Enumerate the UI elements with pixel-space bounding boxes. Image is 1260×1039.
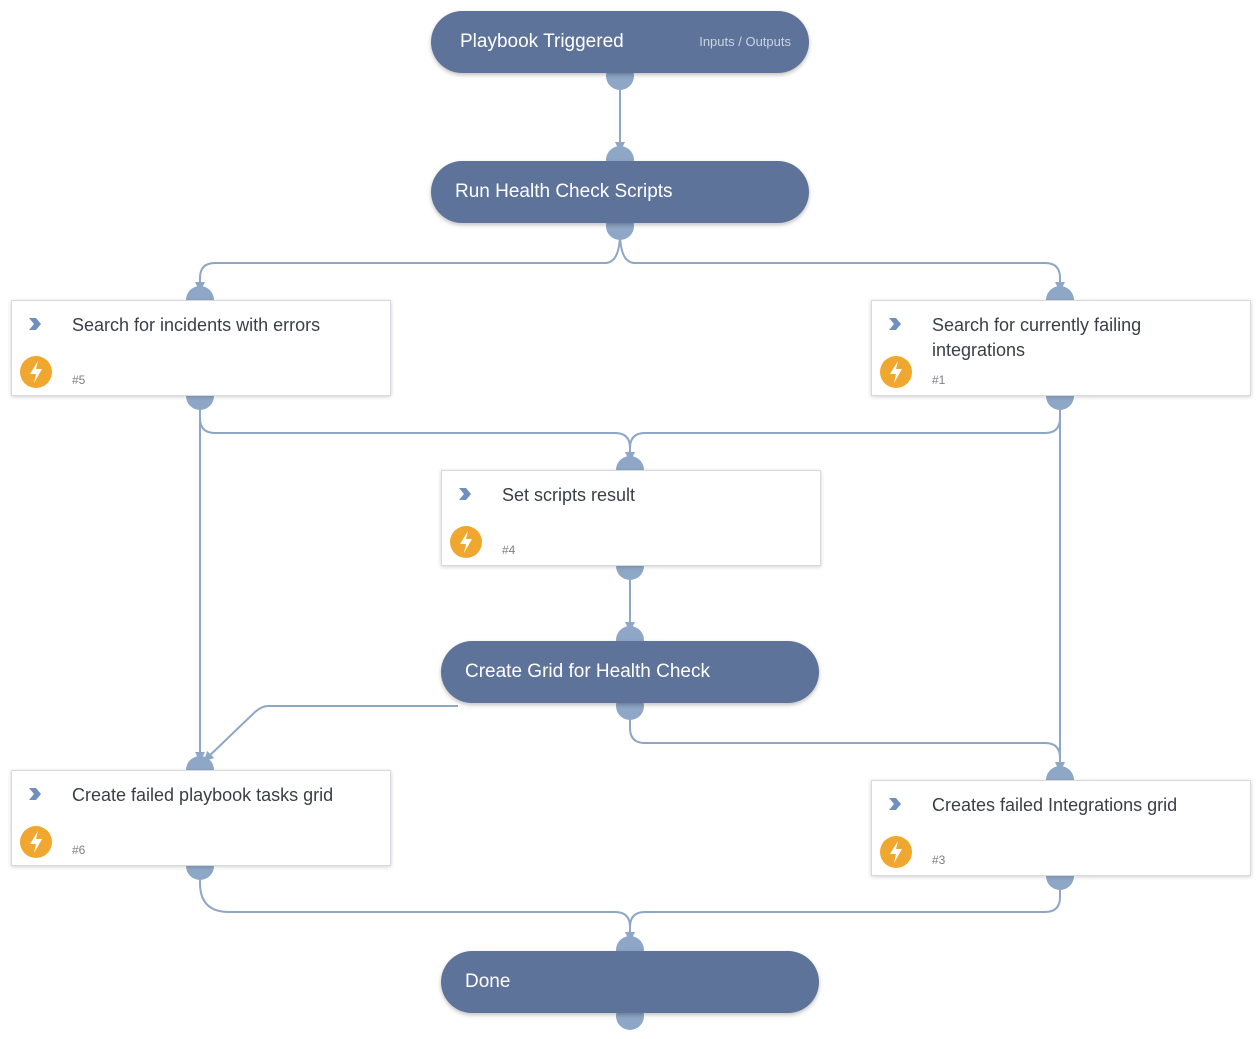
- chevron-right-icon: [459, 488, 471, 500]
- run-health-check-scripts-node[interactable]: Run Health Check Scripts: [431, 161, 809, 223]
- playbook-triggered-node[interactable]: Playbook Triggered Inputs / Outputs: [431, 11, 809, 73]
- task-id: #3: [932, 853, 946, 867]
- node-label: Create Grid for Health Check: [465, 661, 710, 682]
- task-failed-integrations-grid[interactable]: Creates failed Integrations grid #3: [871, 780, 1251, 876]
- node-label: Done: [465, 971, 511, 992]
- edge-run-to-search-incidents: [195, 231, 621, 292]
- edge-search-incidents-to-set: [199, 402, 635, 462]
- node-label: Run Health Check Scripts: [455, 181, 673, 202]
- edge-tasks-grid-to-done: [199, 872, 635, 942]
- task-label: Creates failed Integrations grid: [932, 795, 1178, 815]
- chevron-right-icon: [29, 318, 41, 330]
- task-id: #5: [72, 373, 86, 387]
- chevron-right-icon: [29, 788, 41, 800]
- edge-create-grid-to-tasks-grid: [203, 705, 458, 762]
- edge-integrations-grid-to-done: [625, 882, 1061, 942]
- done-node[interactable]: Done: [441, 951, 819, 1013]
- task-id: #1: [932, 373, 946, 387]
- edge-create-grid-to-integrations-grid: [629, 712, 1065, 772]
- lightning-bolt-icon: [20, 826, 52, 858]
- lightning-bolt-icon: [20, 356, 52, 388]
- chevron-right-icon: [889, 318, 901, 330]
- task-label: Create failed playbook tasks grid: [72, 785, 334, 805]
- task-label: Set scripts result: [502, 485, 636, 505]
- chevron-right-icon: [889, 798, 901, 810]
- edge-search-integrations-to-set: [625, 402, 1061, 462]
- task-failed-tasks-grid[interactable]: Create failed playbook tasks grid #6: [11, 770, 391, 866]
- lightning-bolt-icon: [880, 836, 912, 868]
- create-grid-node[interactable]: Create Grid for Health Check: [441, 641, 819, 703]
- inputs-outputs-link[interactable]: Inputs / Outputs: [699, 34, 791, 49]
- task-label: Search for incidents with errors: [72, 315, 321, 335]
- lightning-bolt-icon: [450, 526, 482, 558]
- task-id: #4: [502, 543, 516, 557]
- node-label: Playbook Triggered: [460, 31, 624, 52]
- task-search-incidents[interactable]: Search for incidents with errors #5: [11, 300, 391, 396]
- task-label: Search for currently failing integration…: [932, 315, 1142, 360]
- task-search-integrations[interactable]: Search for currently failing integration…: [871, 300, 1251, 396]
- edge-run-to-search-integrations: [619, 231, 1065, 292]
- task-id: #6: [72, 843, 86, 857]
- lightning-bolt-icon: [880, 356, 912, 388]
- task-set-scripts-result[interactable]: Set scripts result #4: [441, 470, 821, 566]
